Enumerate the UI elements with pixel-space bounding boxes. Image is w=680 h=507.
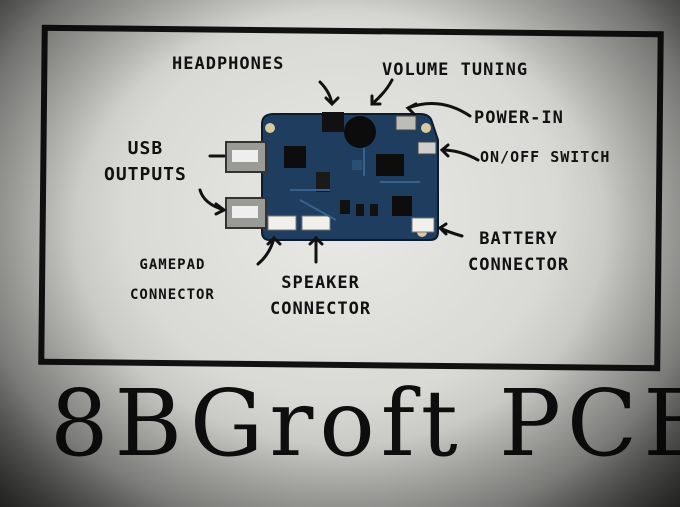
label-power-in: POWER-IN: [474, 110, 564, 127]
label-speaker-line1: SPEAKER: [270, 270, 371, 296]
battery-connector: [412, 218, 434, 232]
arrow-battery: [440, 224, 462, 236]
component: [370, 204, 378, 216]
label-gamepad-line1: GAMEPAD: [130, 250, 215, 280]
arrow-usb-bottom: [200, 190, 224, 214]
headphone-jack: [322, 112, 344, 132]
arrow-gamepad: [258, 238, 280, 264]
component: [352, 160, 362, 170]
volume-knob: [344, 116, 376, 148]
label-on-off-switch: ON/OFF SWITCH: [480, 150, 610, 165]
label-usb-line1: USB: [104, 136, 187, 162]
component: [340, 200, 350, 214]
handwritten-title: 8BGroft PCB: [50, 378, 680, 470]
label-speaker-line2: CONNECTOR: [270, 296, 371, 322]
label-gamepad-connector: GAMEPAD CONNECTOR: [130, 250, 215, 310]
component: [356, 204, 364, 216]
label-usb-outputs: USB OUTPUTS: [104, 136, 187, 188]
gamepad-connector: [268, 216, 296, 230]
mount-hole: [421, 123, 431, 133]
arrow-onoff: [442, 145, 478, 160]
chip: [284, 146, 306, 168]
label-volume-tuning: VOLUME TUNING: [382, 62, 528, 79]
power-in-port: [396, 116, 416, 130]
mount-hole: [265, 123, 275, 133]
chip: [376, 154, 404, 176]
arrow-speaker: [310, 238, 322, 262]
chip: [392, 196, 412, 216]
arrow-headphones: [320, 82, 338, 104]
speaker-connector: [302, 216, 330, 230]
label-usb-line2: OUTPUTS: [104, 162, 187, 188]
label-speaker-connector: SPEAKER CONNECTOR: [270, 270, 371, 322]
arrow-volume: [372, 80, 392, 104]
label-gamepad-line2: CONNECTOR: [130, 280, 215, 310]
label-battery-connector: BATTERY CONNECTOR: [468, 226, 569, 278]
on-off-switch: [418, 142, 436, 154]
label-headphones: HEADPHONES: [172, 56, 284, 73]
label-battery-line2: CONNECTOR: [468, 252, 569, 278]
label-battery-line1: BATTERY: [468, 226, 569, 252]
